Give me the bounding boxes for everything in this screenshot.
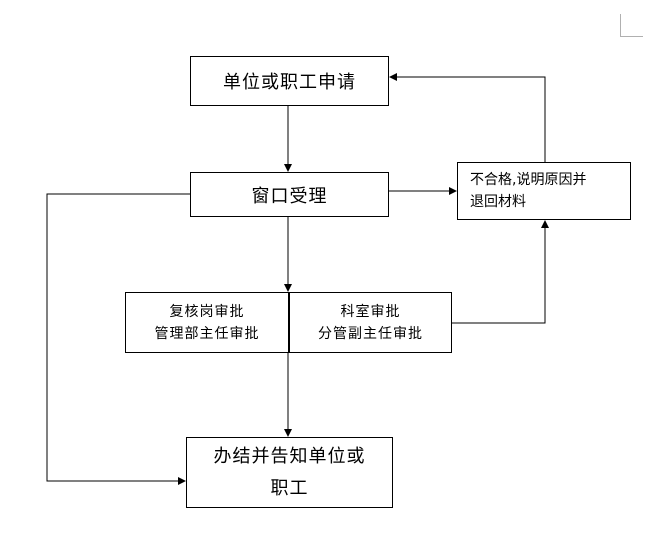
page-corner-mark xyxy=(620,14,643,37)
node-window-acceptance: 窗口受理 xyxy=(190,172,389,217)
node-review-approval: 复核岗审批 管理部主任审批 xyxy=(125,292,289,353)
node-window-line-1: 窗口受理 xyxy=(251,185,328,207)
node-reject-line-1: 不合格,说明原因并 xyxy=(470,172,587,188)
node-dept-line-2: 分管副主任审批 xyxy=(318,325,423,342)
node-apply-line-1: 单位或职工申请 xyxy=(223,72,356,93)
node-dept-line-1: 科室审批 xyxy=(340,303,401,320)
node-reject-return: 不合格,说明原因并 退回材料 xyxy=(457,162,631,220)
node-dept-approval: 科室审批 分管副主任审批 xyxy=(289,292,452,353)
node-complete-notify: 办结并告知单位或 职工 xyxy=(186,437,393,508)
node-review-line-1: 复核岗审批 xyxy=(169,303,245,320)
node-review-line-2: 管理部主任审批 xyxy=(154,325,260,342)
node-reject-line-2: 退回材料 xyxy=(470,194,526,210)
edge-reject-to-apply xyxy=(389,73,546,162)
edge-window-to-complete xyxy=(46,193,190,485)
node-complete-line-2: 职工 xyxy=(270,477,309,499)
node-complete-line-1: 办结并告知单位或 xyxy=(213,445,366,467)
node-apply: 单位或职工申请 xyxy=(190,56,389,106)
edge-dept-to-reject xyxy=(452,220,549,324)
